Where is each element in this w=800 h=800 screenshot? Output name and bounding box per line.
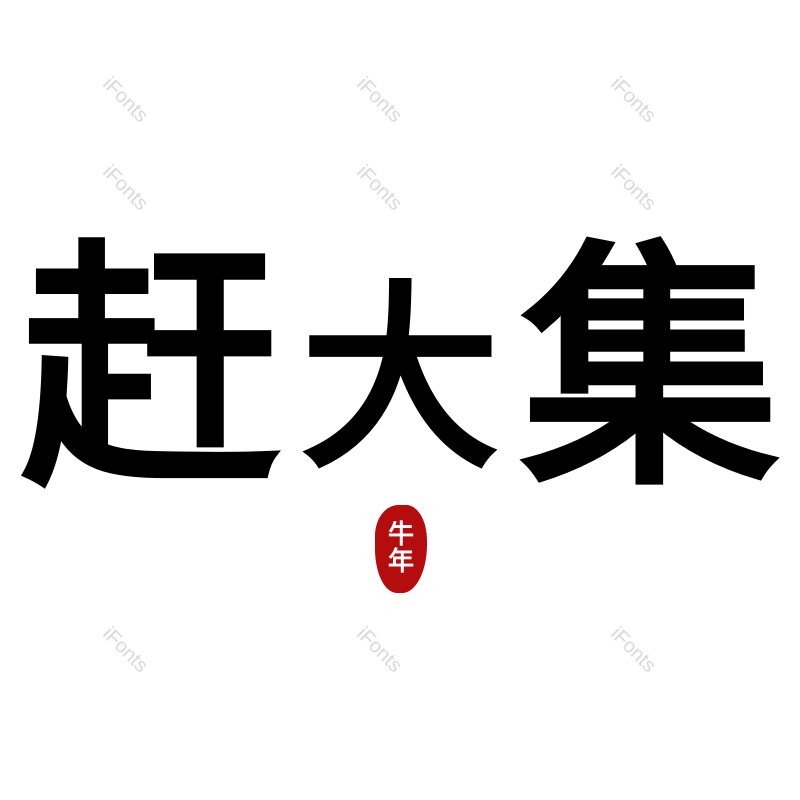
title-char-1: 赶 [20, 217, 280, 522]
watermark: iFonts [352, 72, 407, 128]
watermark: iFonts [606, 622, 661, 678]
watermark: iFonts [98, 622, 153, 678]
watermark: iFonts [98, 160, 153, 216]
watermark: iFonts [606, 160, 661, 216]
seal-char-1: 牛 [387, 519, 414, 550]
seal-char-2: 年 [387, 547, 414, 577]
watermark: iFonts [98, 72, 153, 128]
watermark: iFonts [352, 160, 407, 216]
watermark: iFonts [352, 622, 407, 678]
title-char-3: 集 [520, 217, 780, 522]
watermark: iFonts [606, 72, 661, 128]
red-seal-stamp: 牛 年 [375, 505, 427, 593]
title-char-2: 大 [300, 262, 501, 497]
